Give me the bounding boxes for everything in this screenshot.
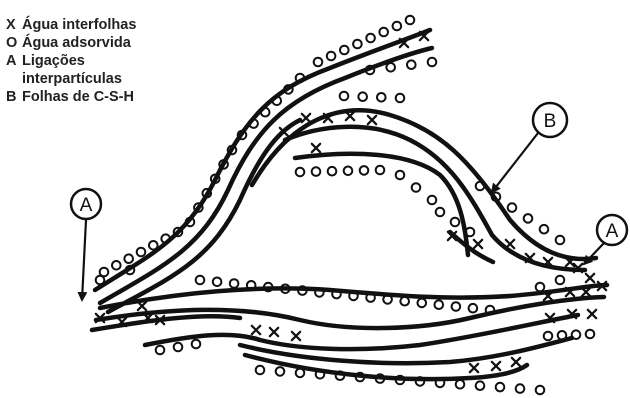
adsorbed-water-circle (296, 369, 305, 378)
adsorbed-water-circle (174, 343, 183, 352)
adsorbed-water-circle (556, 276, 565, 285)
interlayer-water-mark (368, 116, 376, 124)
interlayer-water-mark (588, 310, 596, 318)
adsorbed-water-circle (544, 332, 553, 341)
adsorbed-water-circle (496, 383, 505, 392)
adsorbed-water-circle (376, 166, 385, 175)
callout-arrow (492, 133, 538, 192)
adsorbed-water-circle (586, 330, 595, 339)
callout-label: A (80, 195, 93, 216)
adsorbed-water-circle (296, 168, 305, 177)
adsorbed-water-circle (452, 302, 461, 311)
interlayer-water-mark (492, 362, 500, 370)
callout-arrow (584, 243, 604, 264)
adsorbed-water-circle (406, 16, 415, 25)
adsorbed-water-circle (469, 304, 478, 313)
adsorbed-water-circle (230, 279, 239, 288)
interlayer-water-mark (474, 240, 482, 248)
interlayer-water-mark (586, 274, 594, 282)
adsorbed-water-circle (213, 278, 222, 287)
adsorbed-water-circle (436, 208, 445, 217)
adsorbed-water-circle (256, 366, 265, 375)
adsorbed-water-circle (476, 381, 485, 390)
interlayer-water-mark (302, 114, 310, 122)
interlayer-water-mark (270, 328, 278, 336)
adsorbed-water-circle (396, 94, 405, 103)
adsorbed-water-circle (572, 330, 581, 339)
adsorbed-water-circle (340, 92, 349, 101)
adsorbed-water-circle (536, 283, 545, 292)
adsorbed-water-circle (360, 166, 369, 175)
adsorbed-water-circle (112, 261, 121, 270)
adsorbed-water-circle (407, 60, 416, 69)
interlayer-water-mark (470, 364, 478, 372)
adsorbed-water-circle (137, 248, 146, 257)
interlayer-water-mark (138, 302, 146, 310)
adsorbed-water-circle (340, 46, 349, 55)
adsorbed-water-circle (556, 236, 565, 245)
interlayer-water-mark (312, 144, 320, 152)
csh-sheet (240, 338, 572, 363)
adsorbed-water-circle (156, 346, 165, 355)
adsorbed-water-circle (353, 40, 362, 49)
adsorbed-water-circle (192, 340, 201, 349)
adsorbed-water-circles (96, 16, 595, 395)
adsorbed-water-circle (524, 214, 533, 223)
adsorbed-water-circle (516, 384, 525, 393)
adsorbed-water-circle (149, 241, 158, 250)
csh-sheets (92, 30, 607, 379)
adsorbed-water-circle (536, 386, 545, 395)
csh-sheet (145, 315, 578, 349)
adsorbed-water-circle (508, 203, 517, 212)
interlayer-water-mark (292, 332, 300, 340)
interlayer-water-mark (506, 240, 514, 248)
adsorbed-water-circle (396, 171, 405, 180)
adsorbed-water-circle (312, 167, 321, 176)
adsorbed-water-circle (358, 92, 367, 101)
adsorbed-water-circle (261, 108, 270, 117)
adsorbed-water-circle (366, 34, 375, 43)
adsorbed-water-circle (540, 225, 549, 234)
adsorbed-water-circle (377, 93, 386, 102)
adsorbed-water-circle (328, 167, 337, 176)
interlayer-water-mark (512, 358, 520, 366)
adsorbed-water-circle (412, 183, 421, 192)
interlayer-water-marks (96, 32, 606, 372)
adsorbed-water-circle (124, 254, 133, 263)
adsorbed-water-circle (327, 52, 336, 61)
adsorbed-water-circle (451, 218, 460, 227)
adsorbed-water-circle (386, 63, 395, 72)
adsorbed-water-circle (418, 299, 427, 308)
adsorbed-water-circle (276, 367, 285, 376)
callout-label: B (544, 111, 557, 132)
callout-arrow (82, 220, 86, 300)
adsorbed-water-circle (456, 380, 465, 389)
csh-sheet (295, 154, 468, 255)
adsorbed-water-circle (314, 58, 323, 67)
adsorbed-water-circle (196, 276, 205, 285)
callout-b: B (492, 103, 567, 192)
adsorbed-water-circle (96, 276, 105, 285)
adsorbed-water-circle (400, 297, 409, 306)
callout-label: A (606, 221, 619, 242)
adsorbed-water-circle (435, 300, 444, 309)
csh-sheet (100, 48, 432, 303)
adsorbed-water-circle (393, 22, 402, 31)
adsorbed-water-circle (379, 28, 388, 37)
interlayer-water-mark (252, 326, 260, 334)
adsorbed-water-circle (428, 196, 437, 205)
adsorbed-water-circle (344, 167, 353, 176)
adsorbed-water-circle (428, 58, 437, 67)
interlayer-water-mark (346, 112, 354, 120)
callout-a-right: A (584, 215, 627, 264)
